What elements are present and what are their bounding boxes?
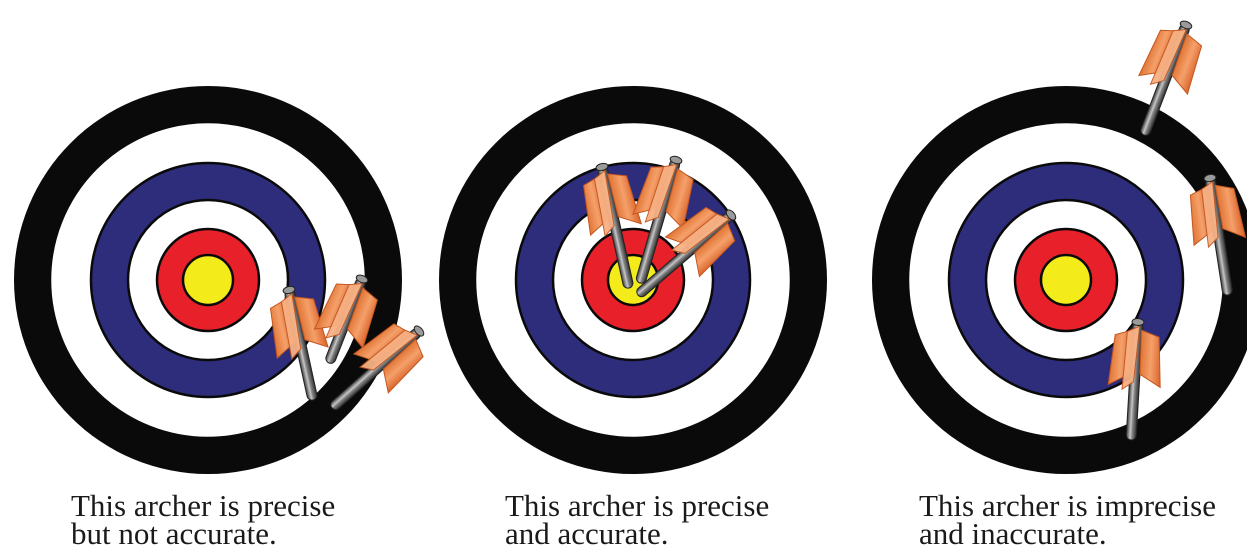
arrow-fletching [1137,19,1208,97]
caption-imprecise-and-inaccurate: This archer is imprecise and inaccurate. [919,492,1216,548]
target-3 [872,86,1247,474]
caption-precise-and-accurate: This archer is precise and accurate. [505,492,769,548]
bullseye [1041,255,1091,305]
bullseye [183,255,233,305]
caption-precise-not-accurate: This archer is precise but not accurate. [71,492,335,548]
target-1 [14,86,402,474]
caption-line: and inaccurate. [919,520,1216,548]
caption-line: but not accurate. [71,520,335,548]
caption-line: and accurate. [505,520,769,548]
target-2 [439,86,827,474]
